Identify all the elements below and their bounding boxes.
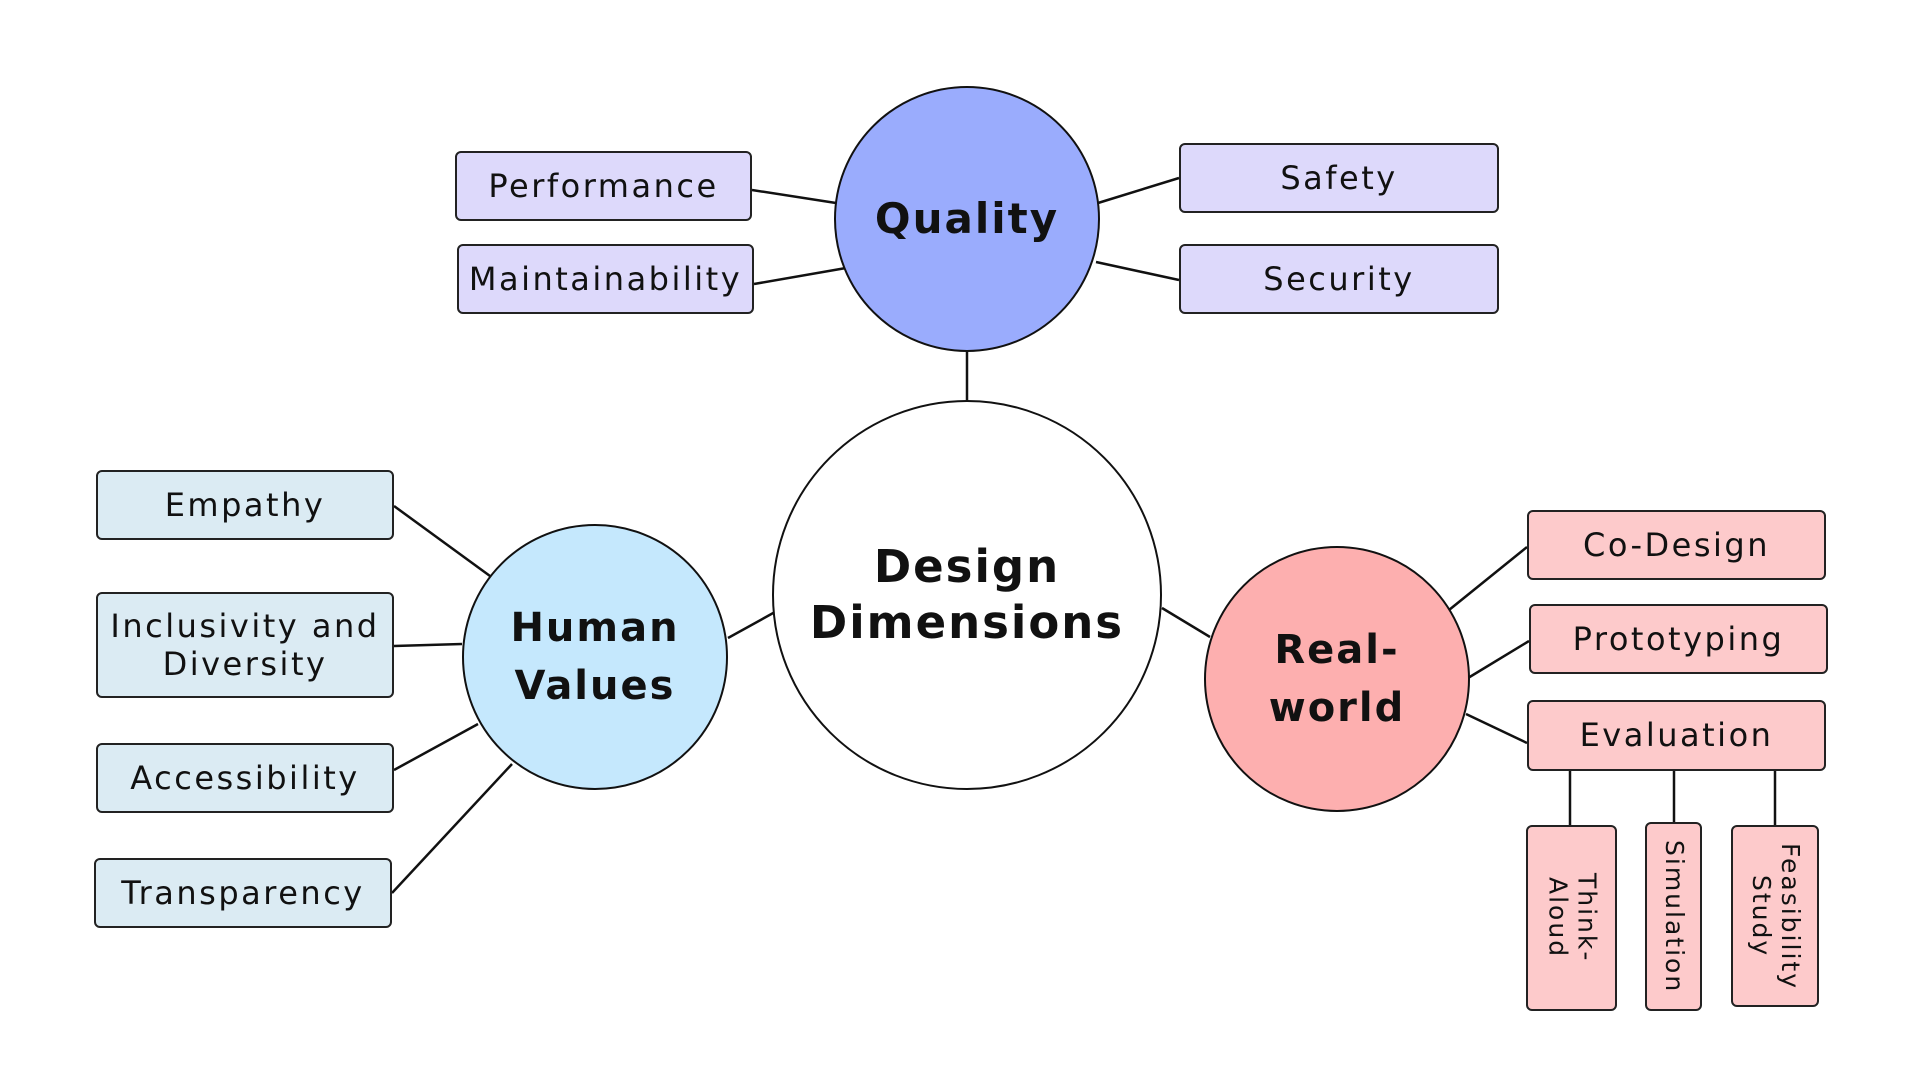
evaluation-method-simulation: Simulation [1645,822,1702,1011]
quality-item-maintainability: Maintainability [457,244,754,314]
center-node-design-dimensions: Design Dimensions [772,400,1162,790]
connector-human-transparency [391,763,513,894]
real-world-item-prototyping: Prototyping [1529,604,1828,674]
connector-center-human [727,610,776,640]
quality-item-security: Security [1179,244,1499,314]
connector-center-real [1161,606,1211,639]
evaluation-method-feasibility-study: Feasibility Study [1731,825,1819,1007]
connector-real-codesign [1448,546,1528,611]
human-values-item-transparency: Transparency [94,858,392,928]
connector-quality-performance [751,188,837,205]
human-values-node: Human Values [462,524,728,790]
connector-human-empathy [393,504,491,578]
connector-human-accessibility [393,722,479,772]
human-values-item-accessibility: Accessibility [96,743,394,813]
connector-quality-security [1095,260,1180,282]
connector-human-inclusivity [393,642,463,648]
connector-real-prototyping [1467,639,1530,680]
connector-real-evaluation [1465,712,1528,745]
real-world-item-co-design: Co-Design [1527,510,1826,580]
connector-quality-maintainability [753,266,847,286]
connector-quality-safety [1097,176,1180,205]
quality-node: Quality [834,86,1100,352]
real-world-item-evaluation: Evaluation [1527,700,1826,771]
human-values-item-empathy: Empathy [96,470,394,540]
human-values-item-inclusivity-diversity: Inclusivity and Diversity [96,592,394,698]
real-world-node: Real- world [1204,546,1470,812]
quality-item-safety: Safety [1179,143,1499,213]
evaluation-method-think-aloud: Think- Aloud [1526,825,1617,1011]
quality-item-performance: Performance [455,151,752,221]
